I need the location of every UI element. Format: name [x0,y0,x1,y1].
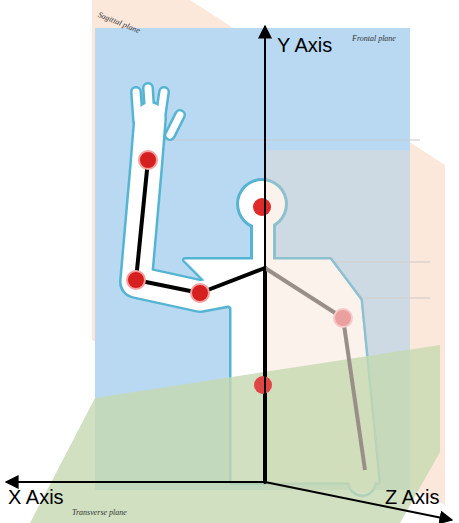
plane-label: Transverse plane [72,508,127,517]
axes [6,26,452,520]
axis-label: X Axis [8,486,64,509]
far-arm-line [265,268,365,470]
plane-label: Frontal plane [352,34,396,43]
axis-label: Y Axis [277,34,332,57]
skeleton-lines [136,160,265,482]
axis-label: Z Axis [385,486,439,509]
joint-markers [127,151,352,394]
transverse-plane [30,345,440,523]
